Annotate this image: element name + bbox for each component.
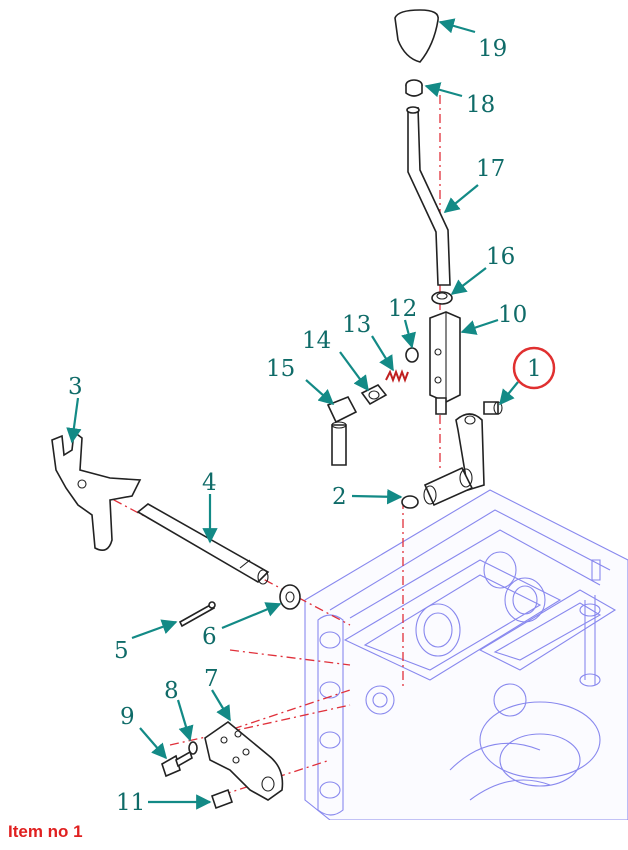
part-16-washer bbox=[431, 291, 453, 305]
part-11-dowel bbox=[210, 788, 234, 810]
part-8-washer bbox=[188, 741, 198, 755]
part-17-lever bbox=[406, 106, 451, 286]
leader-lines bbox=[66, 18, 519, 810]
callout-14: 14 bbox=[302, 328, 331, 354]
callout-5: 5 bbox=[114, 638, 129, 664]
callout-1: 1 bbox=[527, 356, 542, 382]
part-1-hub bbox=[423, 466, 474, 507]
callout-16: 16 bbox=[486, 244, 515, 270]
part-14-bushing bbox=[360, 383, 388, 406]
part-19-knob bbox=[394, 9, 439, 63]
part-10-lever-block bbox=[429, 311, 461, 415]
part-15-bolt bbox=[326, 395, 358, 466]
callout-12: 12 bbox=[388, 296, 417, 322]
part-7-plate bbox=[204, 720, 284, 801]
highlight-circle bbox=[512, 346, 556, 390]
part-3-shift-fork bbox=[51, 430, 142, 551]
exploded-parts-diagram: 19 18 17 16 10 12 13 14 15 1 2 3 4 5 6 7… bbox=[51, 9, 628, 820]
part-18-nut bbox=[405, 79, 423, 97]
callout-10: 10 bbox=[498, 302, 527, 328]
item-caption: Item no 1 bbox=[8, 822, 83, 841]
callout-17: 17 bbox=[476, 156, 505, 182]
callout-9: 9 bbox=[120, 704, 135, 730]
callout-8: 8 bbox=[164, 678, 179, 704]
callout-18: 18 bbox=[466, 92, 495, 118]
part-2-circlip bbox=[401, 495, 419, 509]
callout-19: 19 bbox=[478, 36, 507, 62]
callout-2: 2 bbox=[332, 484, 347, 510]
callout-3: 3 bbox=[68, 374, 83, 400]
part-6-washer bbox=[279, 584, 301, 610]
part-5-pin bbox=[178, 601, 216, 628]
callout-13: 13 bbox=[342, 312, 371, 338]
callout-4: 4 bbox=[202, 470, 217, 496]
callout-15: 15 bbox=[266, 356, 295, 382]
callout-11: 11 bbox=[116, 790, 145, 816]
callout-labels: 19 18 17 16 10 12 13 14 15 1 2 3 4 5 6 7… bbox=[68, 36, 542, 816]
part-13-spring bbox=[385, 369, 409, 383]
part-9-bolt bbox=[161, 750, 193, 778]
part-12-ball bbox=[405, 347, 419, 363]
callout-6: 6 bbox=[202, 624, 217, 650]
part-4-rail-shaft bbox=[136, 503, 270, 585]
part-1-selector-arm bbox=[455, 401, 503, 492]
transmission-housing bbox=[304, 489, 628, 820]
callout-7: 7 bbox=[204, 666, 219, 692]
